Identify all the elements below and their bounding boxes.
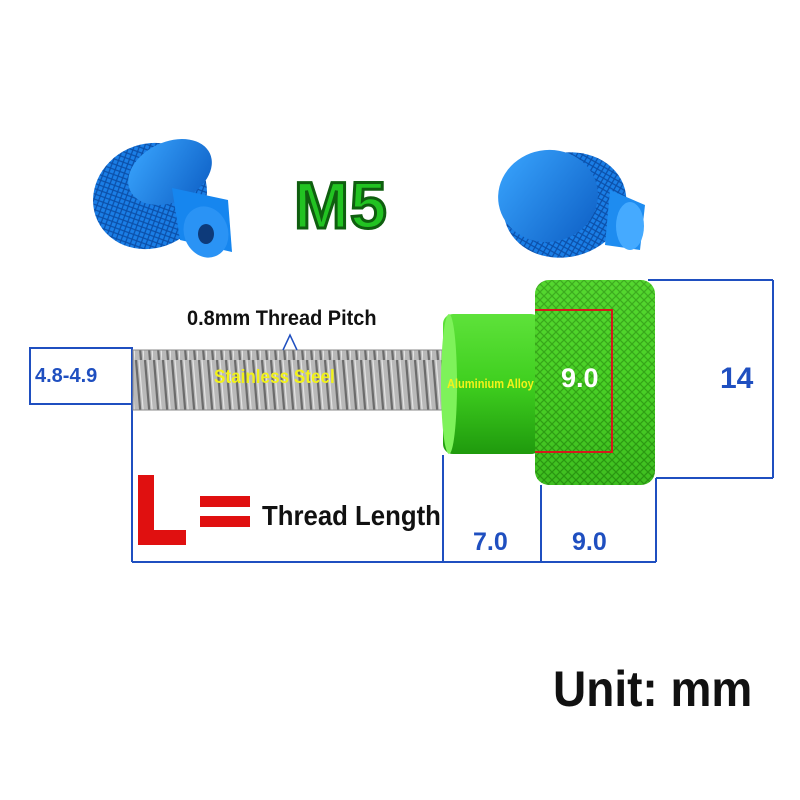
material-head-label: Aluminium Alloy [447,376,534,391]
legend-symbols [138,475,250,545]
pitch-pointer [282,333,298,351]
unit-label: Unit: mm [553,661,753,717]
material-thread-label: Stainless Steel [214,367,335,388]
head-diameter-value: 14 [720,362,754,395]
dimension-lines [29,279,774,563]
green-shoulder [441,314,541,454]
green-knurled-head [535,280,655,485]
legend-text: Thread Length [262,500,441,531]
thread-diameter-value: 4.8-4.9 [35,365,98,387]
inner-cap-outline [535,309,613,453]
blue-cap-left [93,139,232,258]
pitch-label: 0.8mm Thread Pitch [187,307,377,330]
inner-cap-height-value: 9.0 [561,363,599,393]
shoulder-length-value: 7.0 [473,528,508,556]
head-length-value: 9.0 [572,528,607,556]
blue-cap-right [498,149,645,258]
title: M5 [293,168,389,242]
stainless-thread [132,349,446,411]
